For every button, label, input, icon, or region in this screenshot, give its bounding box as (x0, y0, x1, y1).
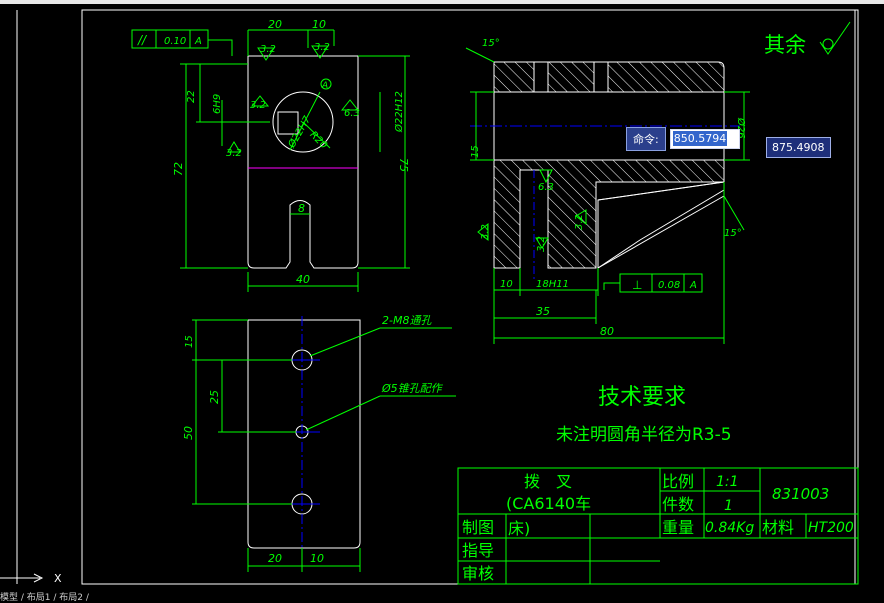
svg-text:重量: 重量 (662, 518, 694, 537)
section-view-dims (465, 47, 750, 344)
svg-text:A: A (194, 36, 202, 47)
svg-text:Ø22H12: Ø22H12 (393, 91, 405, 133)
svg-text:6H9: 6H9 (212, 94, 223, 114)
bottom-view-dims (192, 319, 456, 572)
svg-text:10: 10 (500, 279, 513, 290)
command-value-text: 850.5794 (672, 131, 728, 146)
ucs-axis-icon (0, 573, 44, 583)
bottom-view (247, 319, 361, 549)
svg-text:Ø5锥孔配作: Ø5锥孔配作 (381, 382, 444, 395)
svg-text:15°: 15° (724, 228, 742, 239)
title-block-texts: 拨 叉 (CA6140车 床) 比例 1:1 件数 1 831003 重量 0.… (462, 472, 854, 583)
svg-text://: // (137, 33, 148, 47)
svg-text:3.2: 3.2 (574, 214, 585, 230)
svg-text:3.2: 3.2 (480, 224, 491, 240)
svg-text:25: 25 (208, 390, 221, 404)
tech-requirements-title: 技术要求 (598, 385, 686, 410)
svg-text:0.10: 0.10 (164, 36, 186, 47)
svg-text:22: 22 (186, 90, 197, 103)
front-view-dims (131, 29, 410, 292)
svg-text:20: 20 (268, 18, 282, 31)
svg-text:15°: 15° (482, 38, 500, 49)
svg-text:3.2: 3.2 (314, 42, 330, 53)
svg-text:HT200: HT200 (808, 520, 854, 536)
window-tab-strip (0, 0, 884, 4)
svg-text:1:1: 1:1 (716, 474, 739, 490)
svg-text:2-M8通孔: 2-M8通孔 (382, 314, 432, 327)
ucs-x-label: X (54, 572, 62, 585)
svg-text:20: 20 (268, 552, 282, 565)
dynamic-input[interactable]: 命令: 850.5794 (626, 127, 740, 151)
svg-text:0.08: 0.08 (658, 280, 680, 291)
svg-text:40: 40 (296, 273, 310, 286)
svg-text:1: 1 (724, 498, 733, 514)
svg-text:6.3: 6.3 (538, 182, 554, 193)
svg-text:件数: 件数 (662, 495, 694, 514)
svg-text:审核: 审核 (462, 564, 494, 583)
part-model: (CA6140车 (506, 494, 591, 513)
svg-text:指导: 指导 (462, 541, 494, 560)
svg-text:10: 10 (312, 18, 326, 31)
section-view (493, 61, 725, 269)
surface-note: 其余 (764, 33, 806, 57)
svg-text:A: A (689, 280, 697, 291)
svg-text:材料: 材料 (762, 518, 794, 537)
front-view (247, 55, 359, 269)
svg-text:3.2: 3.2 (226, 148, 242, 159)
svg-text:制图: 制图 (462, 518, 494, 537)
svg-text:0.84Kg: 0.84Kg (705, 520, 754, 536)
svg-text:⊥: ⊥ (632, 278, 642, 292)
layout-tabs[interactable]: 模型 / 布局1 / 布局2 / (0, 593, 89, 603)
drawing-number: 831003 (772, 485, 829, 503)
front-view-dim-texts: 20 10 0.10 A // 3.2 3.2 3.2 3.2 6.3 22 6… (137, 18, 410, 286)
svg-text:18H11: 18H11 (536, 279, 569, 290)
svg-text:15: 15 (470, 145, 481, 158)
svg-text:15: 15 (184, 335, 195, 348)
command-prompt-label: 命令: (626, 127, 666, 151)
part-name: 拨 叉 (524, 472, 572, 491)
svg-text:8: 8 (298, 202, 305, 215)
roughness-symbol-icon (819, 21, 851, 55)
svg-text:3.2: 3.2 (260, 44, 276, 55)
coordinate-readout: 875.4908 (766, 137, 831, 158)
title-block (457, 467, 859, 585)
svg-text:10: 10 (310, 552, 324, 565)
svg-text:72: 72 (172, 162, 185, 176)
svg-text:6.3: 6.3 (344, 108, 360, 119)
svg-text:A: A (321, 81, 328, 91)
svg-text:R20: R20 (307, 130, 329, 152)
bottom-view-centerlines (284, 316, 320, 552)
tech-requirements-text: 未注明圆角半径为R3-5 (556, 425, 732, 445)
svg-text:80: 80 (600, 325, 614, 338)
svg-text:3.2: 3.2 (536, 236, 547, 252)
svg-text:3.2: 3.2 (250, 100, 266, 111)
svg-text:比例: 比例 (662, 472, 694, 491)
section-view-dim-texts: 15° 15° Ø26 15 6.3 3.2 3.2 3.2 10 18H11 … (470, 38, 747, 338)
bottom-view-dim-texts: 15 25 50 2-M8通孔 Ø5锥孔配作 20 10 (182, 314, 444, 565)
command-value-input[interactable]: 850.5794 (669, 129, 740, 149)
part-model-cont: 床) (508, 519, 530, 538)
svg-text:35: 35 (536, 305, 550, 318)
svg-text:75: 75 (397, 158, 410, 172)
section-view-centerline (470, 125, 740, 280)
svg-text:50: 50 (182, 426, 195, 440)
